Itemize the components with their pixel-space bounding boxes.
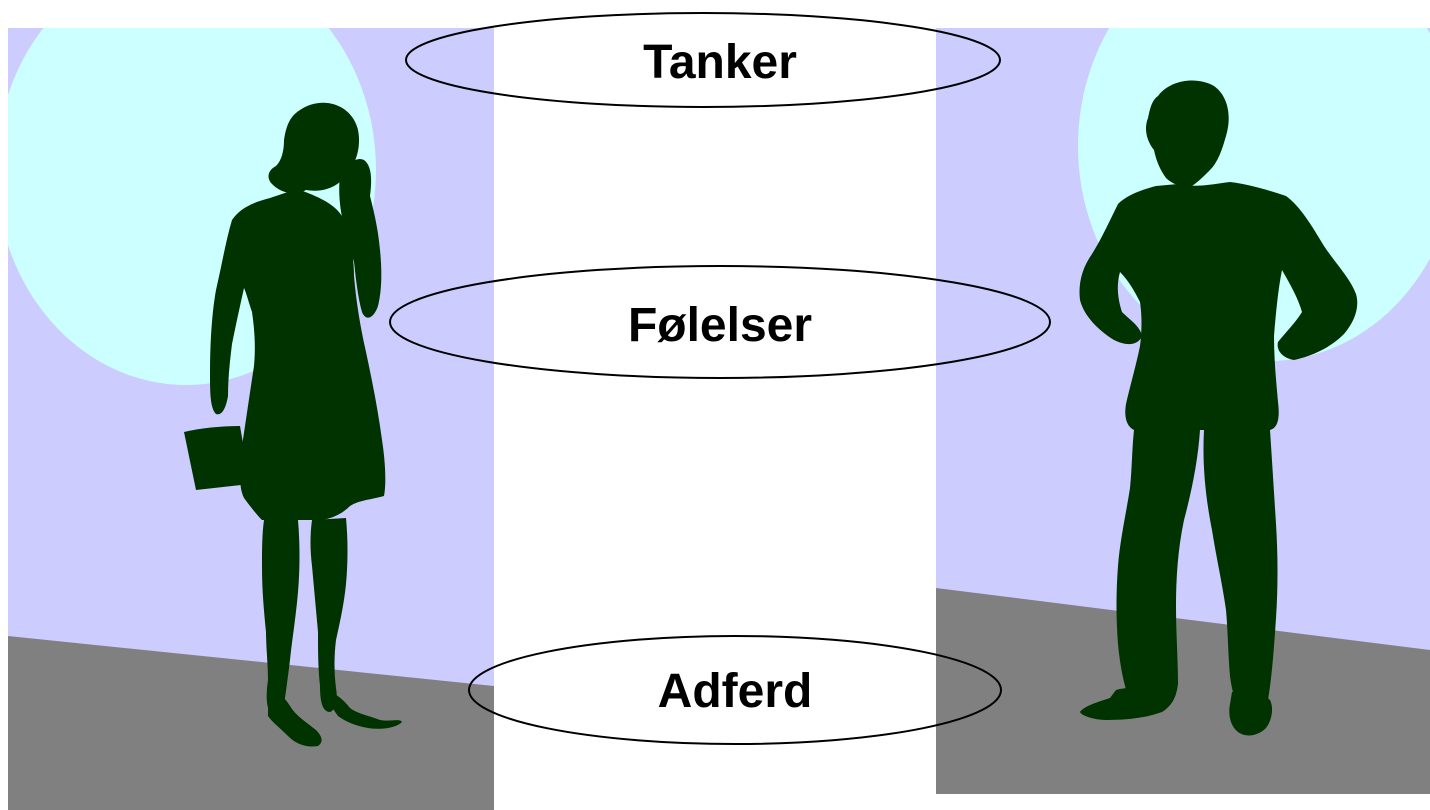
right-floor: [936, 588, 1430, 794]
behavior-label: Adferd: [658, 665, 813, 718]
behavior-node: Adferd: [468, 635, 1002, 745]
behavior-ellipse: [468, 635, 1002, 745]
right-panel: [936, 28, 1430, 794]
thoughts-node: Tanker: [405, 12, 1001, 108]
thoughts-label: Tanker: [643, 36, 797, 89]
feelings-ellipse: [389, 265, 1051, 379]
man-silhouette-icon: [1079, 80, 1358, 736]
feelings-label: Følelser: [628, 299, 812, 352]
woman-silhouette-icon: [184, 102, 402, 747]
left-floor: [8, 636, 494, 810]
left-panel: [8, 28, 494, 810]
feelings-node: Følelser: [389, 265, 1051, 379]
thoughts-ellipse: [405, 12, 1001, 108]
